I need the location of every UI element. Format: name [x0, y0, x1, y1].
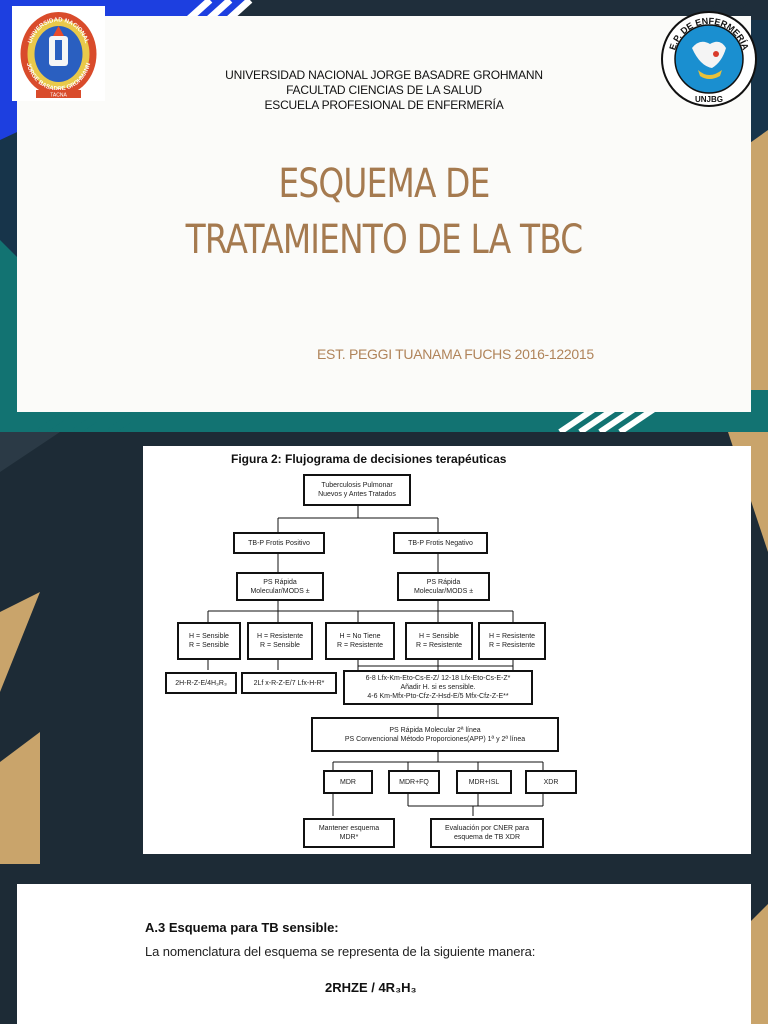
box-line: MDR+FQ — [399, 778, 429, 786]
scheme-slide: A.3 Esquema para TB sensible: La nomencl… — [0, 864, 768, 1024]
box-line: H = Resistente — [488, 633, 536, 640]
box-h-none-r-res: H = No Tiene R = Resistente — [325, 622, 395, 660]
box-line: 4-6 Km-Mfx-Pto-Cfz-Z-Hsd-E/5 Mfx-Cfz-Z-E… — [367, 693, 509, 700]
university-logo: UNIVERSIDAD NACIONAL JORGE BASADRE GROHM… — [12, 6, 105, 101]
box-line: Molecular/MODS ± — [413, 587, 474, 595]
box-xdr: XDR — [525, 770, 577, 794]
box-line: 2H-R-Z-E/4H₃R₃ — [175, 679, 227, 687]
box-line: R = Resistente — [415, 642, 463, 649]
slide-title: ESQUEMA DE TRATAMIENTO DE LA TBC — [83, 156, 685, 268]
university-name: UNIVERSIDAD NACIONAL JORGE BASADRE GROHM… — [225, 68, 543, 82]
figure-title: Figura 2: Flujograma de decisiones terap… — [231, 452, 507, 466]
box-line: H = No Tiene — [339, 633, 381, 640]
nursing-seal-icon: E.P. DE ENFERMERÍA UNJBG — [661, 11, 757, 107]
university-seal-icon: UNIVERSIDAD NACIONAL JORGE BASADRE GROHM… — [20, 12, 97, 99]
box-keep-mdr: Mantener esquema MDR* — [303, 818, 395, 848]
box-line: 2Lf x-R-Z-E/7 Lfx-H-R* — [253, 679, 325, 687]
box-h-res-r-res: H = Resistente R = Resistente — [478, 622, 546, 660]
title-line-1: ESQUEMA DE — [278, 161, 490, 207]
box-line: Nuevos y Antes Tratados — [318, 491, 396, 498]
box-line: Molecular/MODS ± — [250, 587, 310, 595]
box-line: H = Sensible — [189, 633, 229, 640]
box-line: esquema de TB XDR — [453, 834, 520, 841]
box-line: PS Convencional Método Proporciones(APP)… — [344, 735, 526, 743]
box-ps-second-line: PS Rápida Molecular 2ª línea PS Convenci… — [311, 717, 559, 752]
box-h-sens-r-sens: H = Sensible R = Sensible — [177, 622, 241, 660]
svg-text:TACNA: TACNA — [50, 93, 67, 99]
box-line: Añadir H. si es sensible. — [400, 684, 476, 691]
box-ps-rapida-left: PS Rápida Molecular/MODS ± — [236, 572, 324, 601]
box-line: Tuberculosis Pulmonar — [321, 482, 393, 489]
box-line: R = Resistente — [488, 642, 536, 649]
box-scheme-h-resistant: 2Lf x-R-Z-E/7 Lfx-H-R* — [241, 672, 337, 694]
box-line: TB-P Frotis Positivo — [248, 539, 310, 547]
box-line: H = Resistente — [256, 633, 304, 640]
box-line: Evaluación por CNER para — [444, 825, 530, 832]
box-line: PS Rápida Molecular 2ª línea — [389, 726, 481, 734]
box-scheme-sensible: 2H-R-Z-E/4H₃R₃ — [165, 672, 237, 694]
school-name: ESCUELA PROFESIONAL DE ENFERMERÍA — [264, 98, 504, 112]
box-ps-rapida-right: PS Rápida Molecular/MODS ± — [397, 572, 490, 601]
box-line: MDR* — [339, 834, 359, 841]
box-mdr: MDR — [323, 770, 373, 794]
section-heading: A.3 Esquema para TB sensible: — [145, 920, 339, 935]
box-scheme-mdr: 6-8 Lfx-Km-Eto-Cs-E-Z/ 12-18 Lfx-Eto-Cs-… — [343, 670, 533, 705]
nursing-school-logo: E.P. DE ENFERMERÍA UNJBG — [660, 10, 758, 108]
box-line: 6-8 Lfx-Km-Eto-Cs-E-Z/ 12-18 Lfx-Eto-Cs-… — [365, 675, 511, 682]
box-line: PS Rápida — [426, 578, 461, 586]
box-h-sens-r-res: H = Sensible R = Resistente — [405, 622, 473, 660]
title-slide: UNIVERSIDAD NACIONAL JORGE BASADRE GROHM… — [0, 0, 768, 432]
faculty-name: FACULTAD CIENCIAS DE LA SALUD — [286, 83, 482, 97]
institution-header: UNIVERSIDAD NACIONAL JORGE BASADRE GROHM… — [17, 68, 751, 113]
box-h-res-r-sens: H = Resistente R = Sensible — [247, 622, 313, 660]
box-eval-cner: Evaluación por CNER para esquema de TB X… — [430, 818, 544, 848]
flowchart-card: Figura 2: Flujograma de decisiones terap… — [143, 446, 751, 854]
box-line: Mantener esquema — [318, 825, 380, 832]
flowchart-connectors — [207, 506, 544, 816]
box-frotis-positivo: TB-P Frotis Positivo — [233, 532, 325, 554]
box-line: TB-P Frotis Negativo — [408, 539, 473, 547]
scheme-card: A.3 Esquema para TB sensible: La nomencl… — [17, 884, 751, 1024]
title-line-2: TRATAMIENTO DE LA TBC — [185, 217, 584, 263]
flowchart-slide: Figura 2: Flujograma de decisiones terap… — [0, 432, 768, 864]
box-line: PS Rápida — [263, 578, 297, 586]
box-line: R = Sensible — [189, 642, 229, 649]
box-frotis-negativo: TB-P Frotis Negativo — [393, 532, 488, 554]
box-line: H = Sensible — [419, 633, 459, 640]
box-line: R = Sensible — [260, 642, 300, 649]
box-mdr-isl: MDR+ISL — [456, 770, 512, 794]
box-line: XDR — [543, 778, 559, 786]
box-line: MDR+ISL — [468, 778, 500, 786]
svg-text:UNJBG: UNJBG — [695, 95, 723, 104]
box-line: MDR — [340, 778, 356, 786]
section-text: La nomenclatura del esquema se represent… — [145, 944, 536, 959]
scheme-formula: 2RHZE / 4R₃H₃ — [325, 980, 417, 995]
box-tb-pulmonar: Tuberculosis Pulmonar Nuevos y Antes Tra… — [303, 474, 411, 506]
box-mdr-fq: MDR+FQ — [388, 770, 440, 794]
title-card: UNIVERSIDAD NACIONAL JORGE BASADRE GROHM… — [17, 16, 751, 412]
box-line: R = Resistente — [336, 642, 384, 649]
author-credit: EST. PEGGI TUANAMA FUCHS 2016-122015 — [317, 346, 594, 362]
